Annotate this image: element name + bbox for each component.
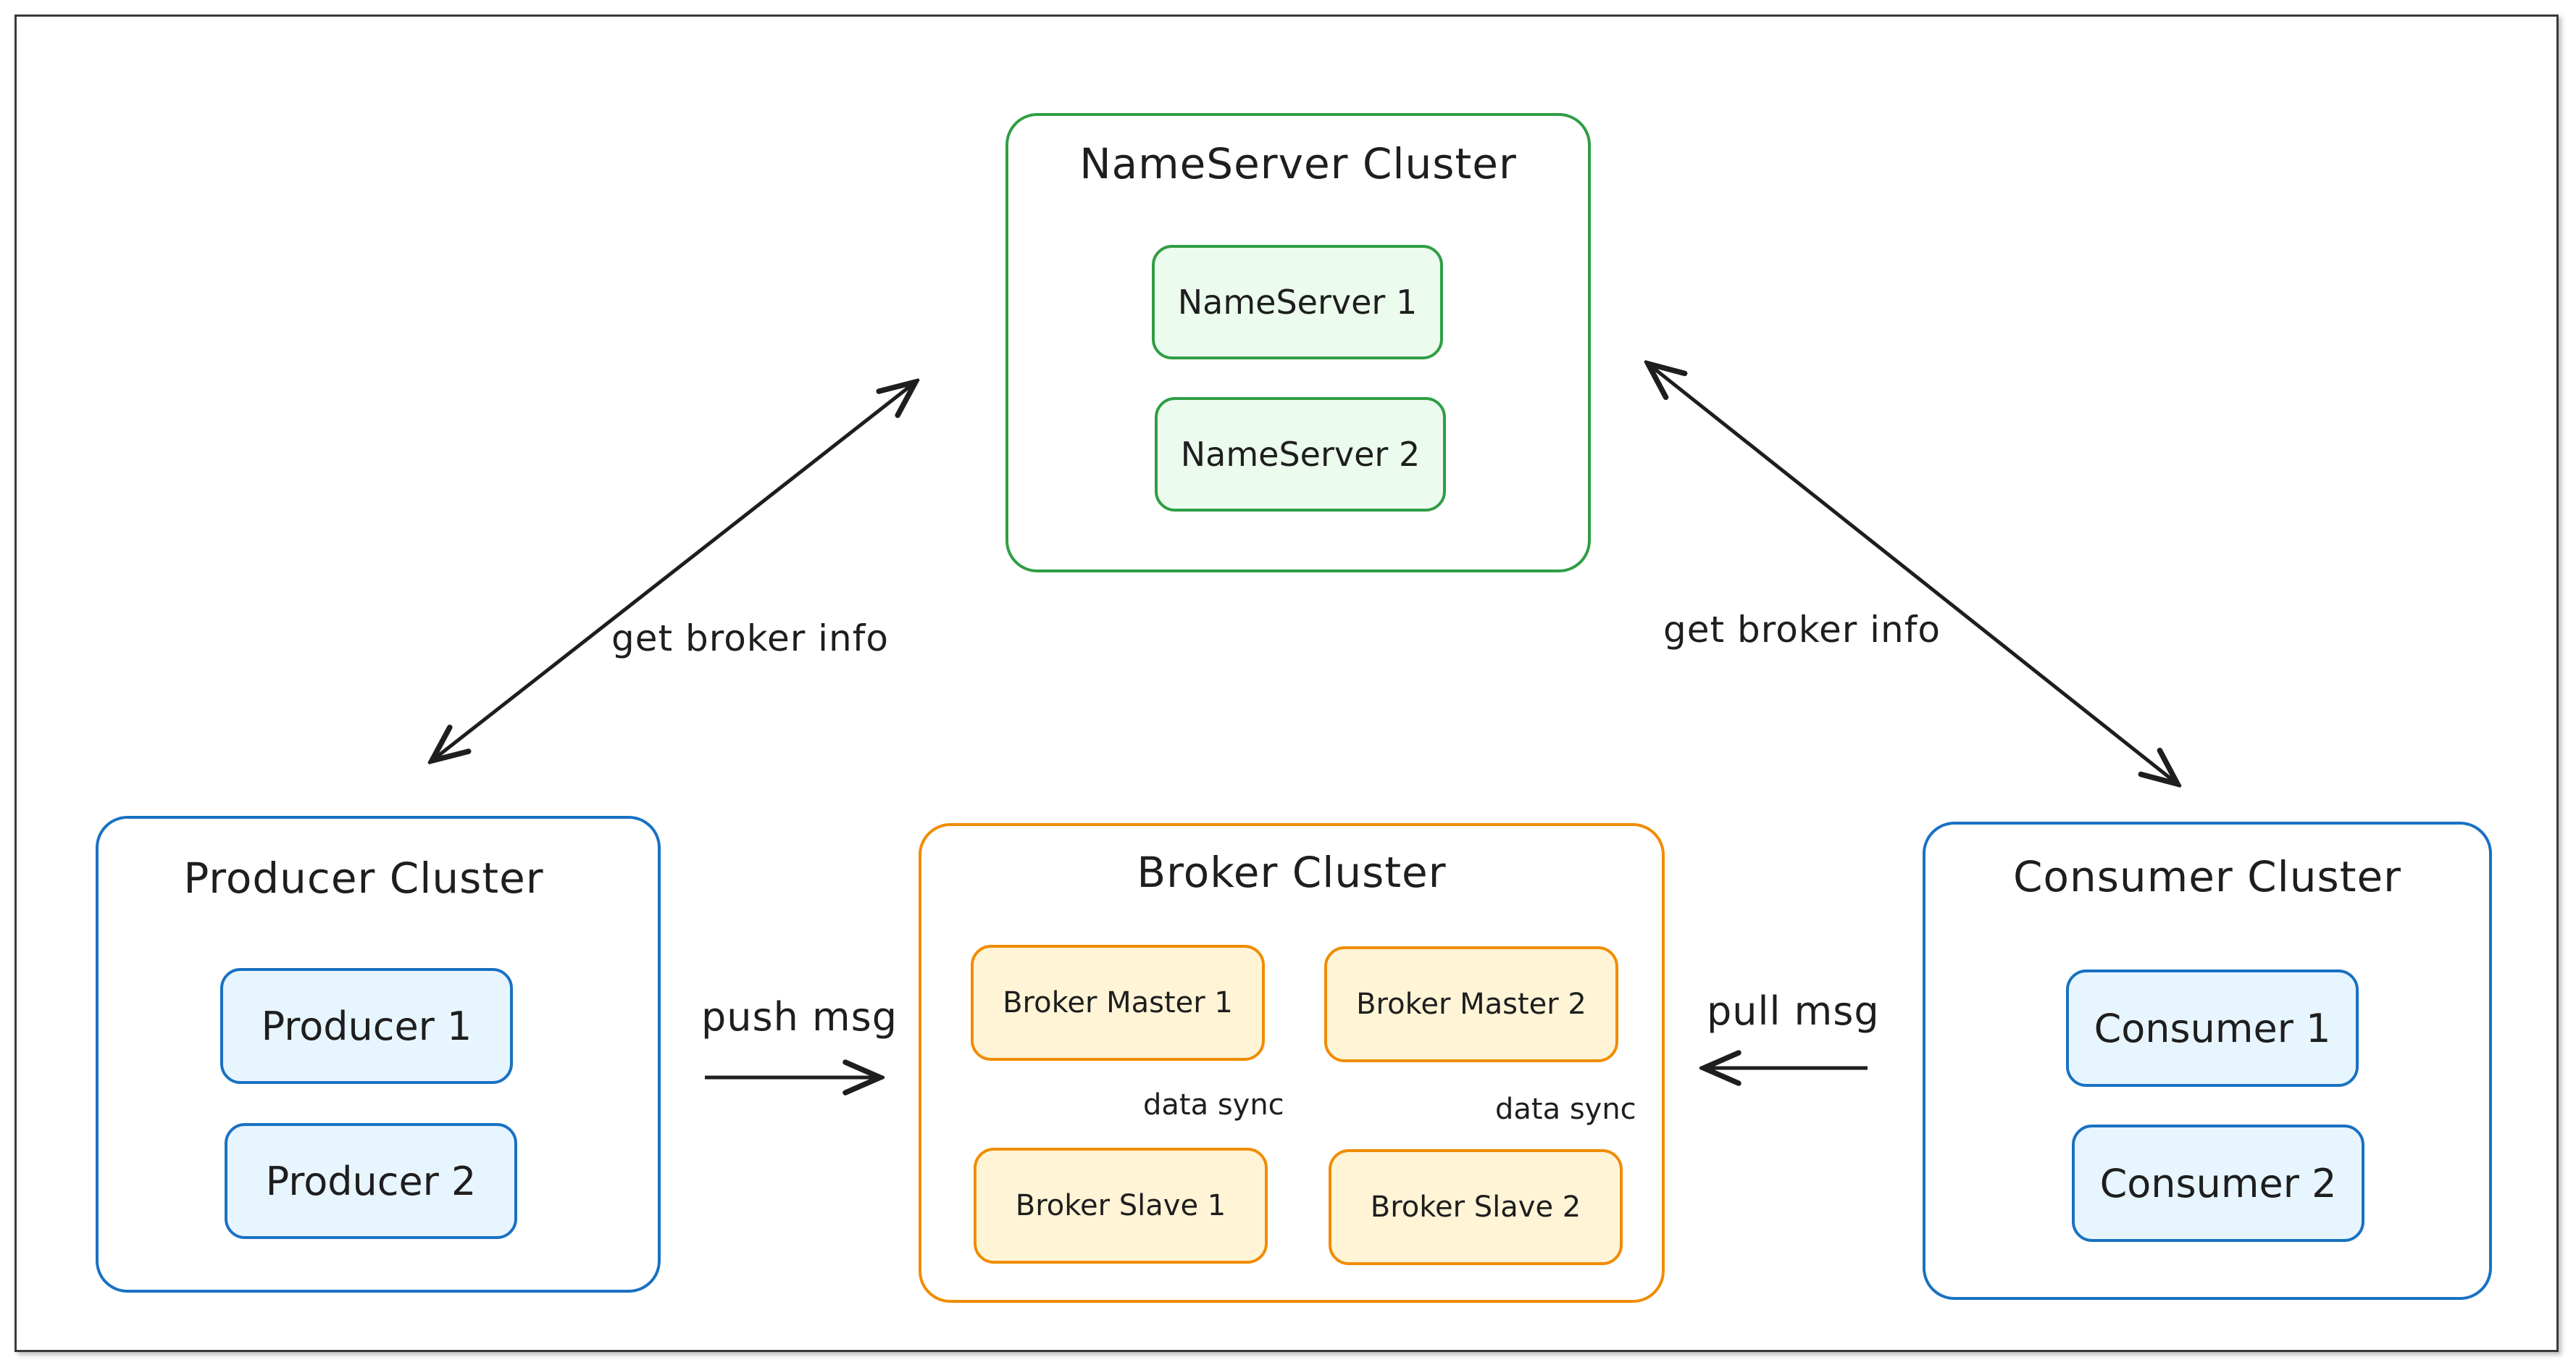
broker-slave-1-node: Broker Slave 1 (974, 1148, 1268, 1264)
consumer-nameserver-label: get broker info (1663, 609, 1941, 651)
producer-cluster: Producer Cluster Producer 1 Producer 2 (96, 816, 661, 1293)
consumer-1-node: Consumer 1 (2066, 969, 2359, 1087)
producer-cluster-title: Producer Cluster (183, 854, 544, 903)
nameserver-2-node: NameServer 2 (1155, 397, 1446, 512)
consumer-cluster: Consumer Cluster Consumer 1 Consumer 2 (1923, 822, 2492, 1300)
consumer-nameserver-arrow (1648, 364, 2178, 784)
producer-nameserver-arrow (432, 382, 916, 761)
pull-msg-label: pull msg (1707, 988, 1880, 1034)
producer-1-node: Producer 1 (220, 968, 513, 1084)
broker-master-2-node: Broker Master 2 (1324, 946, 1618, 1062)
broker-slave-2-node: Broker Slave 2 (1329, 1149, 1623, 1265)
push-msg-label: push msg (701, 994, 898, 1040)
data-sync-label-1: data sync (1143, 1088, 1284, 1122)
consumer-cluster-title: Consumer Cluster (2012, 852, 2402, 901)
data-sync-label-2: data sync (1495, 1093, 1636, 1126)
broker-cluster: Broker Cluster Broker Master 1 Broker Ma… (919, 823, 1665, 1303)
nameserver-cluster-title: NameServer Cluster (1079, 139, 1517, 188)
consumer-2-node: Consumer 2 (2072, 1125, 2364, 1242)
producer-2-node: Producer 2 (225, 1123, 517, 1239)
broker-master-1-node: Broker Master 1 (971, 945, 1265, 1061)
nameserver-1-node: NameServer 1 (1152, 245, 1443, 359)
nameserver-cluster: NameServer Cluster NameServer 1 NameServ… (1005, 113, 1591, 572)
broker-cluster-title: Broker Cluster (1137, 848, 1447, 897)
producer-nameserver-label: get broker info (611, 617, 889, 659)
